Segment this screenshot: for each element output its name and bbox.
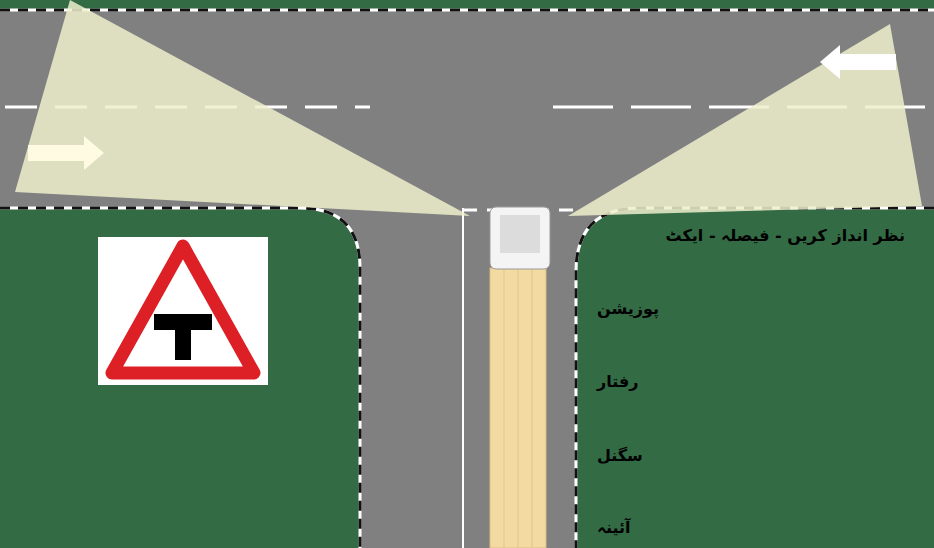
step-label: آئینہ <box>597 518 631 537</box>
curb-line <box>0 208 360 548</box>
curb-line <box>576 208 934 548</box>
curb-line <box>0 9 934 12</box>
warning-triangle <box>112 246 254 373</box>
left-verge <box>0 208 360 548</box>
curb-line <box>0 208 360 548</box>
top-verge <box>0 0 934 10</box>
traffic-arrow <box>820 45 896 79</box>
heading-note: نظر انداز کریں - فیصلہ - ایکٹ <box>666 226 905 245</box>
truck-cab <box>490 207 550 269</box>
right-verge <box>576 208 934 548</box>
truck-trailer <box>490 268 546 548</box>
sight-cone-left <box>15 0 470 216</box>
step-label: سگنل <box>597 446 643 465</box>
sign-panel <box>98 237 268 385</box>
truck-cab-roof <box>500 215 540 253</box>
step-label: رفتار <box>597 372 638 391</box>
sight-cone-right <box>568 24 922 216</box>
trailer-plank <box>532 270 533 548</box>
t-junction-symbol <box>175 314 191 360</box>
traffic-arrow <box>28 136 104 170</box>
curb-line <box>0 9 934 12</box>
trailer-plank <box>518 270 519 548</box>
lane-line <box>462 208 464 548</box>
trailer-plank <box>504 270 505 548</box>
step-label: پوزیشن <box>597 299 659 318</box>
curb-line <box>576 208 934 548</box>
